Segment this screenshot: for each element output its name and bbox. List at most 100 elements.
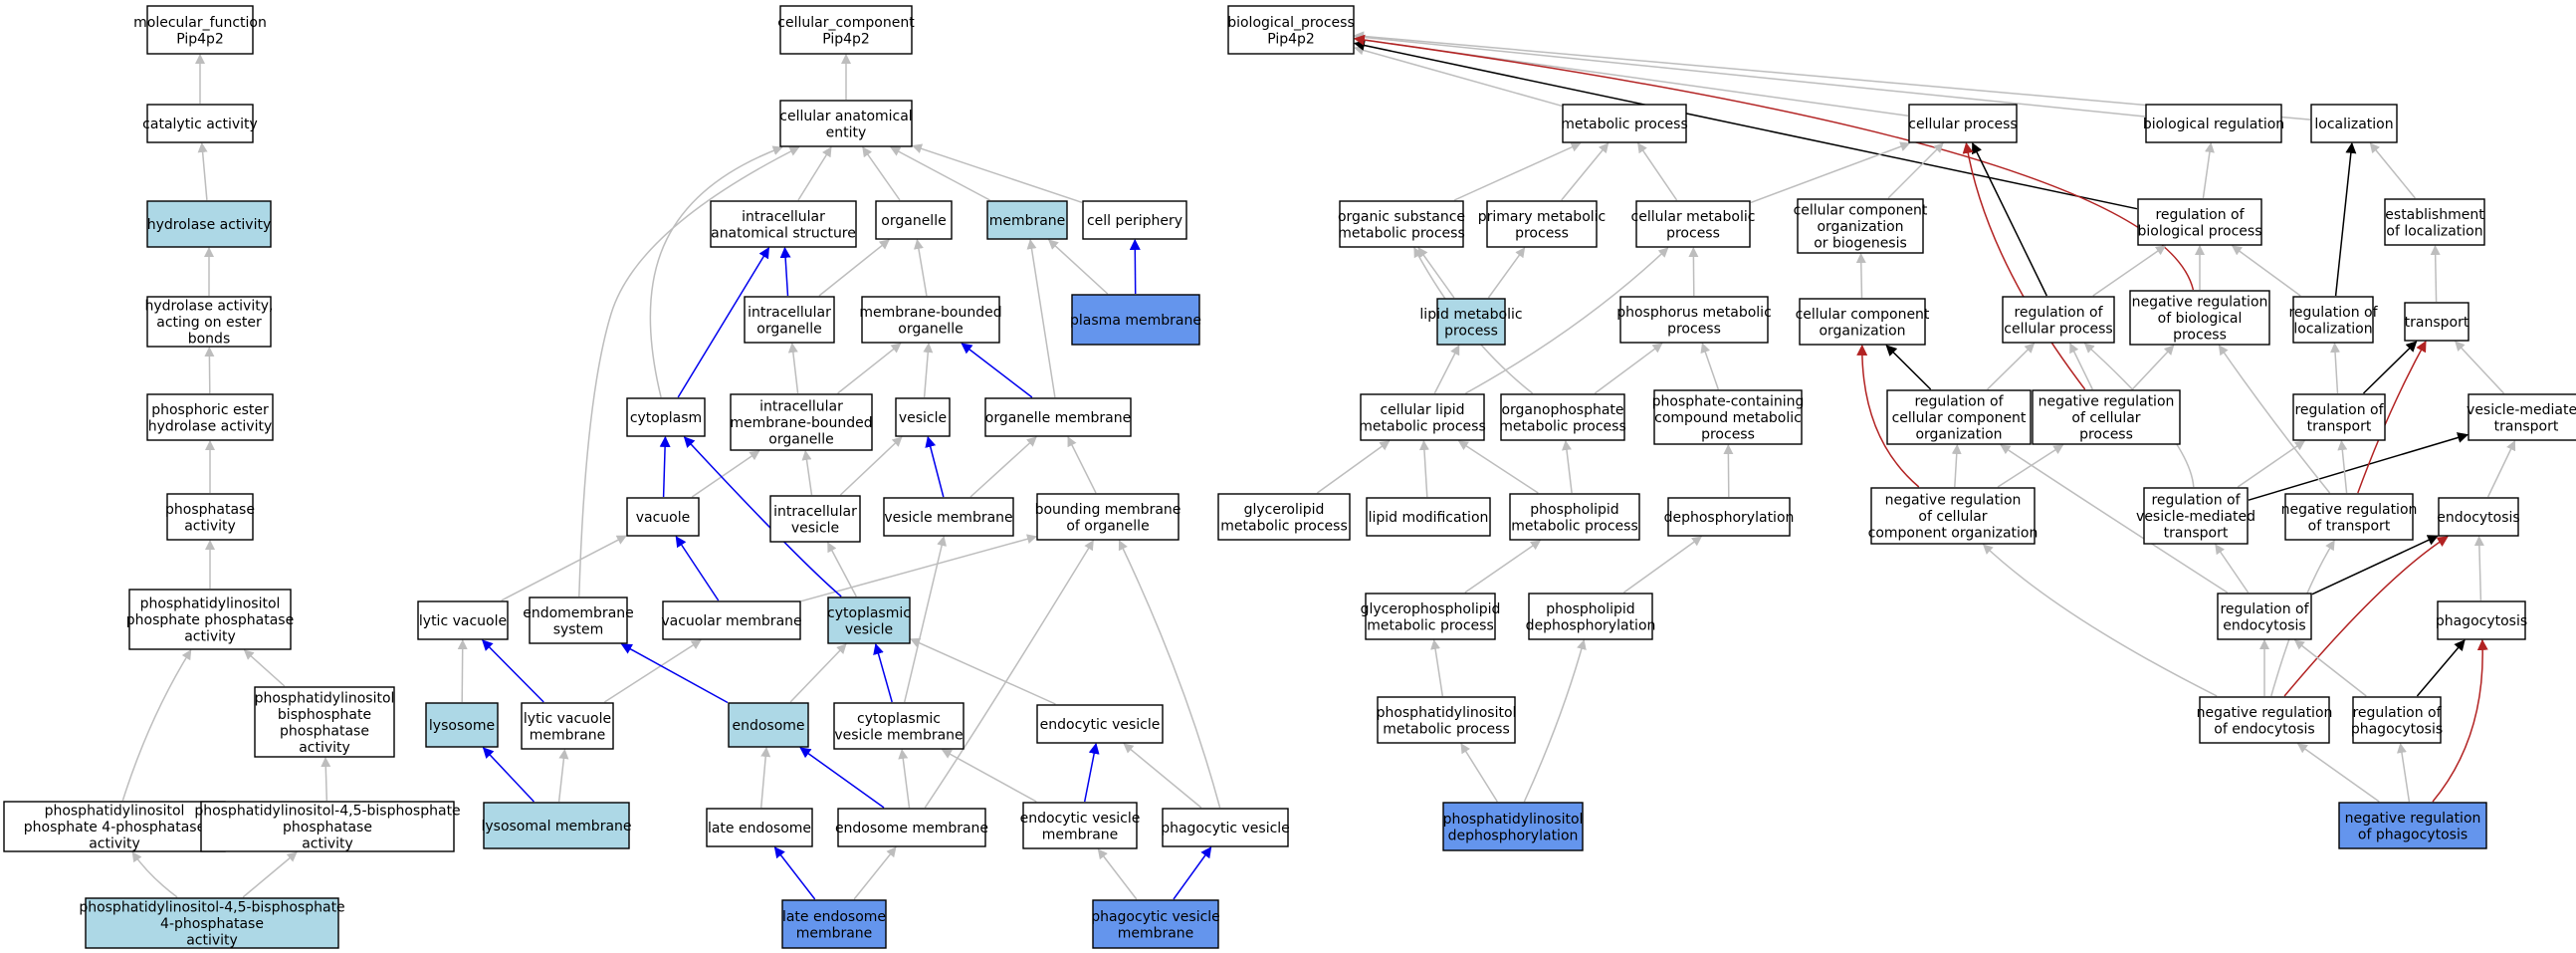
node-periphery[interactable]: cell periphery bbox=[1082, 200, 1187, 240]
node-label-line: phosphatase bbox=[283, 820, 372, 835]
node-endo-mem[interactable]: endosome membrane bbox=[835, 808, 988, 847]
node-cellular-proc[interactable]: cellular process bbox=[1908, 104, 2018, 143]
node-label-line: activity bbox=[89, 836, 140, 852]
node-label-line: primary metabolic bbox=[1478, 209, 1607, 225]
node-transport[interactable]: transport bbox=[2404, 302, 2469, 342]
node-organelle[interactable]: organelle bbox=[875, 200, 953, 240]
node-vacuole[interactable]: vacuole bbox=[626, 497, 700, 537]
node-phago-ves[interactable]: phagocytic vesicle bbox=[1161, 808, 1290, 847]
node-lipid-mod[interactable]: lipid modification bbox=[1366, 497, 1491, 537]
node-box bbox=[710, 200, 857, 248]
edge-neg-reg-endo-to-neg-reg-ccorg bbox=[1982, 544, 2218, 697]
edge-line bbox=[2069, 343, 2093, 390]
edges-layer bbox=[121, 31, 2516, 900]
node-catalytic[interactable]: catalytic activity bbox=[142, 104, 258, 143]
node-endosome[interactable]: endosome bbox=[728, 702, 809, 748]
node-label-line: dephosphorylation bbox=[1664, 510, 1795, 526]
node-bio-reg[interactable]: biological regulation bbox=[2143, 104, 2284, 143]
node-pi45bp[interactable]: phosphatidylinositol-4,5-bisphosphatepho… bbox=[194, 801, 461, 852]
node-pi45bp4[interactable]: phosphatidylinositol-4,5-bisphosphate4-p… bbox=[79, 897, 345, 949]
node-vac-mem[interactable]: vacuolar membrane bbox=[661, 600, 802, 640]
node-lysosome[interactable]: lysosome bbox=[425, 702, 499, 748]
node-endo-ves[interactable]: endocytic vesicle bbox=[1036, 704, 1164, 744]
node-membrane[interactable]: membrane bbox=[986, 200, 1068, 240]
node-late-endo[interactable]: late endosome bbox=[706, 808, 813, 847]
node-endocytosis[interactable]: endocytosis bbox=[2437, 497, 2520, 537]
edge-line bbox=[2311, 535, 2439, 596]
node-plasma[interactable]: plasma membrane bbox=[1070, 294, 1201, 346]
node-org-mem[interactable]: organelle membrane bbox=[984, 397, 1132, 437]
edge-line bbox=[2334, 141, 2357, 297]
node-lytic-vac[interactable]: lytic vacuole bbox=[417, 600, 509, 640]
node-label-line: lysosome bbox=[429, 718, 495, 734]
node-lyso-mem[interactable]: lysosomal membrane bbox=[481, 802, 632, 849]
node-phagocytosis[interactable]: phagocytosis bbox=[2436, 600, 2527, 640]
node-metabolic[interactable]: metabolic process bbox=[1561, 104, 1688, 143]
node-ves-mem[interactable]: vesicle membrane bbox=[883, 497, 1014, 537]
node-box bbox=[779, 100, 913, 147]
node-cytoplasm[interactable]: cytoplasm bbox=[626, 397, 706, 437]
node-pi-bis[interactable]: phosphatidylinositolbisphosphatephosphat… bbox=[254, 686, 395, 758]
node-localization[interactable]: localization bbox=[2310, 104, 2398, 143]
node-vesicle[interactable]: vesicle bbox=[895, 397, 951, 437]
node-hydrolase[interactable]: hydrolase activity bbox=[146, 200, 272, 248]
node-dephos[interactable]: dephosphorylation bbox=[1664, 497, 1795, 537]
edge-line bbox=[1354, 32, 2146, 118]
edge-line bbox=[2369, 142, 2416, 199]
